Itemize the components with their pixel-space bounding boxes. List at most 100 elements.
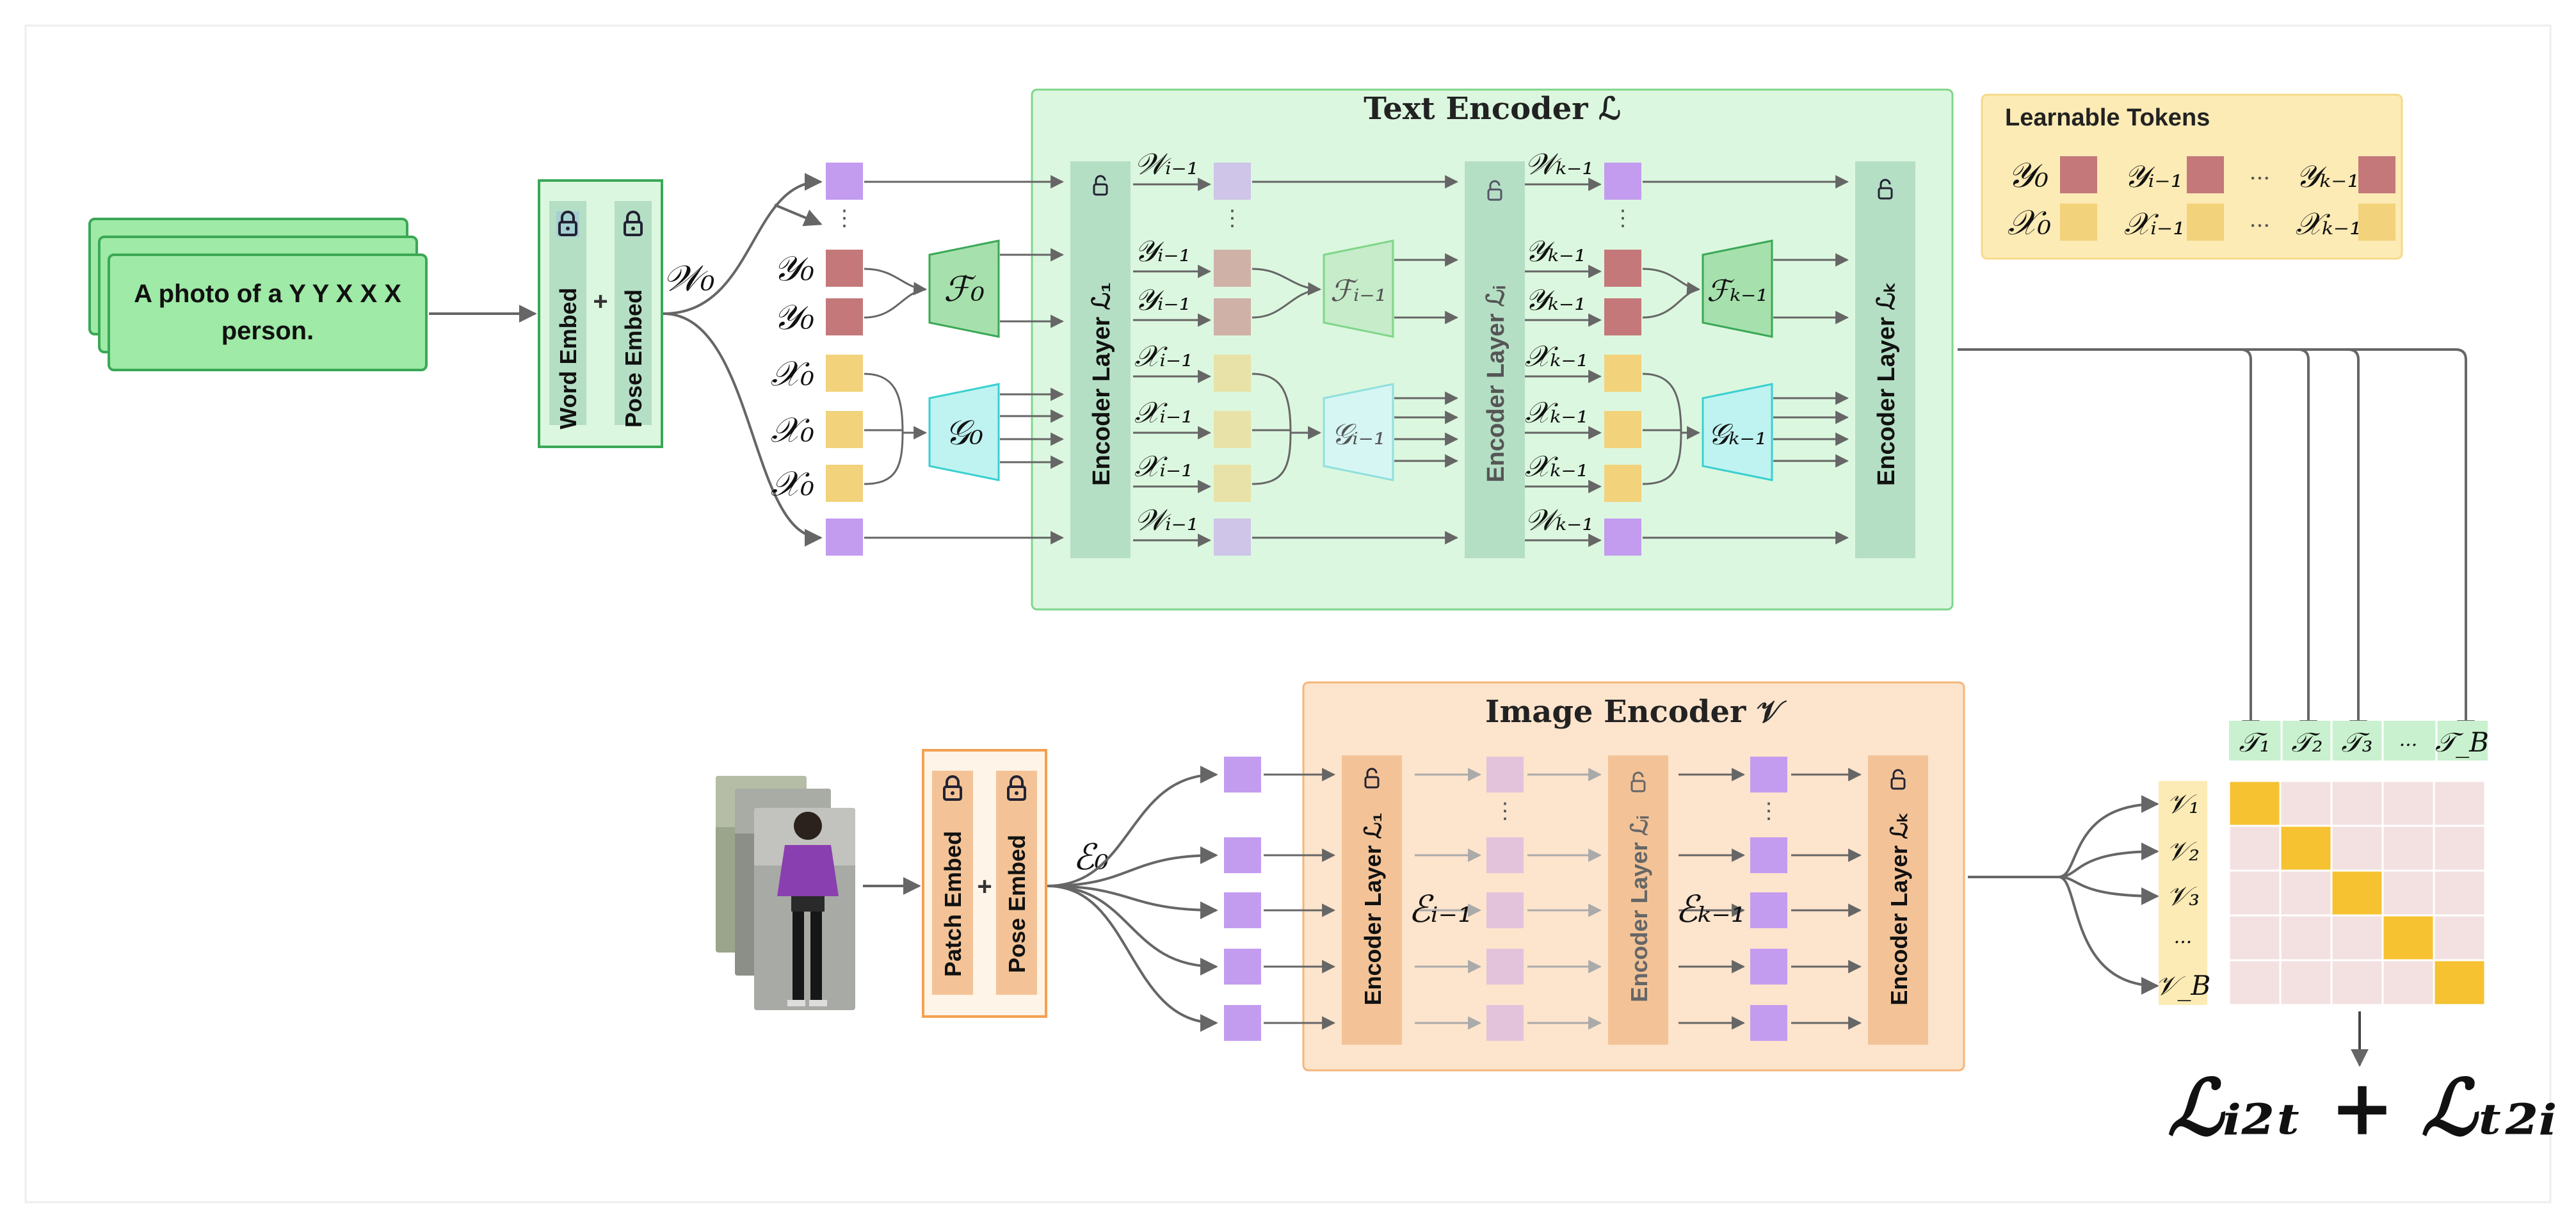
text-encoder-layer-k: Encoder Layer ℒₖ	[1855, 161, 1915, 558]
word-embed-label: Word Embed	[555, 287, 581, 429]
text-to-features-arrows	[1958, 348, 2475, 738]
matrix-cell	[2433, 869, 2486, 917]
label-y-stage_k-1: 𝒴ₖ₋₁	[1525, 234, 1586, 268]
image-token-i-0	[1486, 757, 1524, 793]
image-token-k-2	[1750, 892, 1787, 928]
label-x-stage0-3: 𝒳₀	[771, 353, 814, 394]
unlock-icon	[1878, 179, 1893, 200]
image-token-in-4	[1224, 1005, 1261, 1041]
token-x-stage0-5	[826, 465, 863, 502]
matrix-cell	[2330, 959, 2384, 1006]
unlock-icon	[1093, 175, 1108, 196]
f0-module: ℱ₀	[928, 239, 1000, 338]
unlock-icon	[1890, 769, 1906, 790]
image-token-i-3	[1486, 949, 1524, 985]
legend-x0-swatch	[2060, 204, 2097, 241]
person-images	[716, 776, 855, 1010]
matrix-cell	[2433, 914, 2486, 961]
label-x-stage_k-3: 𝒳ₖ₋₁	[1525, 339, 1588, 373]
patch-embed-label: Patch Embed	[940, 831, 966, 977]
lock-icon	[943, 775, 962, 801]
learnable-tokens-legend: Learnable Tokens 𝒴₀ 𝒴ᵢ₋₁ ··· 𝒴ₖ₋₁ 𝒳₀ 𝒳ᵢ₋…	[1981, 93, 2403, 260]
token-x-stage_i-5	[1214, 465, 1251, 502]
matrix-cell	[2228, 825, 2282, 872]
matrix-cell	[2433, 780, 2486, 827]
matrix-cell	[2381, 959, 2435, 1006]
vdots-stage0: ⋮	[833, 205, 855, 231]
image-feature-1: 𝒱₂	[2166, 835, 2200, 867]
legend-xi: 𝒳ᵢ₋₁	[2124, 206, 2186, 242]
matrix-cell	[2381, 825, 2435, 872]
image-pose-embed-label: Pose Embed	[1004, 835, 1030, 973]
legend-yk-swatch	[2358, 156, 2395, 193]
unlock-icon	[1487, 180, 1502, 201]
image-token-i-4	[1486, 1005, 1524, 1041]
image-embed-plus: +	[977, 873, 992, 901]
text-embed-box: Word Embed + Pose Embed	[538, 179, 663, 448]
token-x-stage_k-5	[1604, 465, 1641, 502]
legend-yk: 𝒴ₖ₋₁	[2296, 159, 2360, 195]
token-y-stage_i-2	[1214, 298, 1251, 335]
input-prompt-stack: A photo of a Y Y X X X person.	[88, 218, 428, 371]
token-y-stage_k-1	[1604, 250, 1641, 287]
gk-label: 𝒢ₖ₋₁	[1708, 417, 1767, 451]
text-layer-k-label: Encoder Layer ℒₖ	[1873, 282, 1900, 486]
fi-label: ℱᵢ₋₁	[1330, 273, 1387, 308]
matrix-cell	[2279, 780, 2333, 827]
matrix-cell	[2381, 869, 2435, 917]
token-w-stage_i-6	[1214, 519, 1251, 556]
vdots-stage_k: ⋮	[1612, 205, 1634, 231]
image-feature-0: 𝒱₁	[2166, 788, 2200, 819]
label-y-stage_k-2: 𝒴ₖ₋₁	[1525, 282, 1586, 317]
token-x-stage_i-4	[1214, 411, 1251, 448]
fi-module: ℱᵢ₋₁	[1323, 239, 1394, 338]
f0-label: ℱ₀	[944, 269, 985, 309]
matrix-diagonal-cell	[2433, 959, 2486, 1006]
image-layer-1-label: Encoder Layer ℒ₁	[1360, 813, 1386, 1006]
e0-label: ℰ₀	[1073, 837, 1109, 878]
token-y-stage_k-2	[1604, 298, 1641, 335]
image-feature-3: ···	[2174, 931, 2193, 954]
label-y-stage_i-1: 𝒴ᵢ₋₁	[1134, 234, 1191, 268]
fk-label: ℱₖ₋₁	[1707, 273, 1768, 308]
text-feature-0: 𝒯₁	[2239, 727, 2270, 758]
e0-fanout-arrows	[1047, 766, 1218, 1032]
g0-module: 𝒢₀	[928, 383, 1000, 481]
contrastive-loss: ℒᵢ₂ₜ + ℒₜ₂ᵢ	[2168, 1063, 2557, 1153]
token-y-stage0-2	[826, 298, 863, 335]
image-vdots-i: ⋮	[1494, 798, 1516, 824]
e-k-label: ℰₖ₋₁	[1675, 887, 1746, 931]
token-x-stage_i-3	[1214, 355, 1251, 392]
image-layer-i-label: Encoder Layer ℒᵢ	[1626, 816, 1652, 1002]
token-x-stage0-3	[826, 355, 863, 392]
unlock-icon	[1630, 771, 1646, 793]
label-x-stage_k-5: 𝒳ₖ₋₁	[1525, 449, 1588, 483]
legend-y0-swatch	[2060, 156, 2097, 193]
label-x-stage_i-5: 𝒳ᵢ₋₁	[1134, 449, 1193, 483]
image-token-in-1	[1224, 837, 1261, 873]
image-vdots-k: ⋮	[1758, 798, 1780, 824]
text-encoder-title: Text Encoder ℒ	[1364, 91, 1621, 127]
legend-dots-x: ···	[2250, 213, 2270, 239]
text-feature-4: 𝒯_B	[2435, 727, 2489, 758]
image-encoder-layer-k: Encoder Layer ℒₖ	[1868, 755, 1928, 1045]
matrix-cell	[2330, 914, 2384, 961]
matrix-diagonal-cell	[2279, 825, 2333, 872]
label-w-stage_i-0: 𝒲ᵢ₋₁	[1134, 147, 1198, 181]
token-w-stage_i-0	[1214, 163, 1251, 200]
image-token-columns: ⋮⋮	[1224, 757, 1862, 1041]
w0-label: 𝒲₀	[663, 258, 714, 300]
label-w-stage_k-6: 𝒲ₖ₋₁	[1525, 503, 1594, 537]
gi-module: 𝒢ᵢ₋₁	[1323, 383, 1394, 481]
image-token-i-2	[1486, 892, 1524, 928]
text-embed-plus: +	[593, 287, 608, 316]
fk-module: ℱₖ₋₁	[1702, 239, 1773, 338]
text-layer-i-label: Encoder Layer ℒᵢ	[1483, 286, 1509, 482]
lock-icon	[1007, 775, 1026, 801]
label-w-stage_i-6: 𝒲ᵢ₋₁	[1134, 503, 1198, 537]
text-feature-3: ···	[2399, 734, 2418, 757]
image-feature-4: 𝒱_B	[2155, 970, 2211, 1001]
matrix-diagonal-cell	[2330, 869, 2384, 917]
outer-frame	[24, 24, 2552, 1203]
